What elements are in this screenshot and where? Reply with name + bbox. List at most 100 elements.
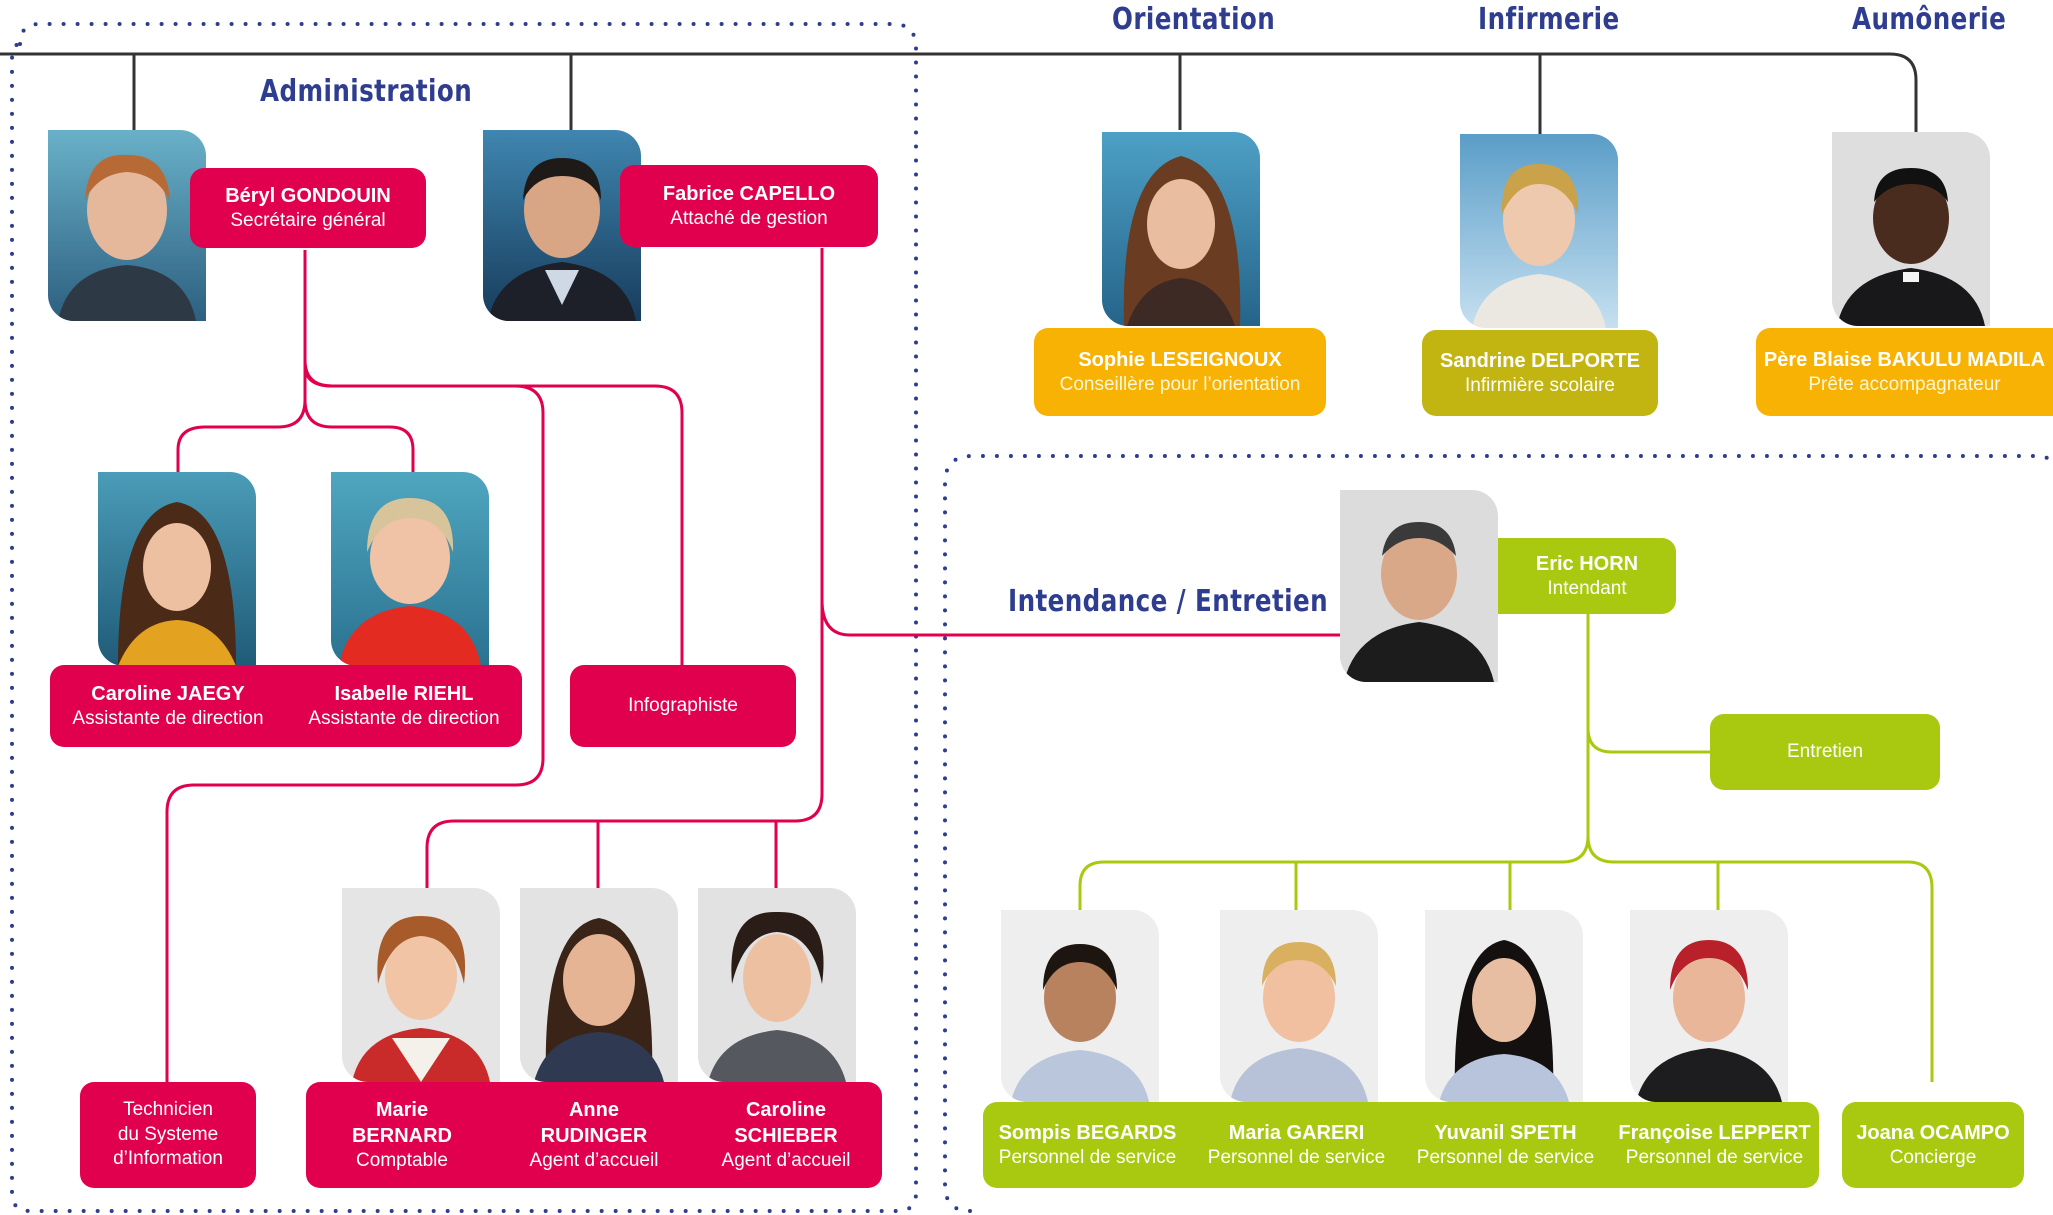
photo-riehl bbox=[331, 472, 489, 666]
role-gareri: Personnel de service bbox=[1207, 1146, 1386, 1168]
header-orientation: Orientation bbox=[1112, 2, 1276, 37]
photo-bernard bbox=[342, 888, 500, 1082]
person-portrait-icon bbox=[520, 888, 678, 1082]
photo-leseignoux bbox=[1102, 132, 1260, 326]
technicien-line-1: Technicien bbox=[123, 1098, 213, 1120]
person-portrait-icon bbox=[1425, 910, 1583, 1102]
capello-to-horn bbox=[820, 599, 1340, 637]
role-delporte: Infirmière scolaire bbox=[1465, 374, 1615, 396]
photo-gareri bbox=[1220, 910, 1378, 1102]
horn-to-entretien bbox=[1586, 614, 1710, 754]
role-horn: Intendant bbox=[1547, 577, 1627, 599]
card-leseignoux: Sophie LESEIGNOUX Conseillère pour l’ori… bbox=[1034, 328, 1326, 416]
name-speth: Yuvanil SPETH bbox=[1434, 1121, 1577, 1144]
name-gondouin: Béryl GONDOUIN bbox=[225, 184, 391, 207]
person-portrait-icon bbox=[1001, 910, 1159, 1102]
photo-rudinger bbox=[520, 888, 678, 1082]
photo-begards bbox=[1001, 910, 1159, 1102]
role-ocampo: Concierge bbox=[1889, 1146, 1977, 1168]
entry-jaegy: Caroline JAEGY Assistante de direction bbox=[50, 681, 286, 732]
name-begards: Sompis BEGARDS bbox=[998, 1121, 1177, 1144]
person-portrait-icon bbox=[342, 888, 500, 1082]
name-riehl: Isabelle RIEHL bbox=[334, 682, 474, 705]
role-leseignoux: Conseillère pour l’orientation bbox=[1059, 373, 1301, 395]
name-horn: Eric HORN bbox=[1535, 552, 1639, 575]
person-portrait-icon bbox=[48, 130, 206, 321]
name-delporte: Sandrine DELPORTE bbox=[1439, 349, 1641, 372]
role-jaegy: Assistante de direction bbox=[72, 707, 264, 729]
horn-to-ocampo bbox=[1586, 835, 1934, 1082]
name-gareri: Maria GARERI bbox=[1228, 1121, 1365, 1144]
horn-to-team bbox=[1078, 700, 1590, 910]
card-assistants: Caroline JAEGY Assistante de direction I… bbox=[50, 665, 522, 747]
card-bakulu: Père Blaise BAKULU MADILA Prête accompag… bbox=[1756, 328, 2053, 416]
card-gondouin: Béryl GONDOUIN Secrétaire général bbox=[190, 168, 426, 248]
photo-horn bbox=[1340, 490, 1498, 682]
photo-gondouin bbox=[48, 130, 206, 321]
person-portrait-icon bbox=[1460, 134, 1618, 328]
entry-begards: Sompis BEGARDS Personnel de service bbox=[983, 1120, 1192, 1171]
entry-gareri: Maria GARERI Personnel de service bbox=[1192, 1120, 1401, 1171]
name-leppert: Françoise LEPPERT bbox=[1618, 1121, 1811, 1144]
card-horn: Eric HORN Intendant bbox=[1498, 538, 1676, 614]
card-ocampo: Joana OCAMPO Concierge bbox=[1842, 1102, 2024, 1188]
header-administration: Administration bbox=[260, 74, 473, 109]
card-accounting-reception: Marie BERNARD Comptable Anne RUDINGER Ag… bbox=[306, 1082, 882, 1188]
role-bernard: Comptable bbox=[356, 1149, 448, 1171]
name-rudinger-last: RUDINGER bbox=[540, 1124, 648, 1147]
technicien-line-3: d’Information bbox=[113, 1148, 223, 1170]
name-capello: Fabrice CAPELLO bbox=[662, 182, 836, 205]
person-portrait-icon bbox=[331, 472, 489, 666]
role-schieber: Agent d’accueil bbox=[721, 1149, 851, 1171]
person-portrait-icon bbox=[1832, 132, 1990, 326]
role-speth: Personnel de service bbox=[1416, 1146, 1595, 1168]
photo-jaegy bbox=[98, 472, 256, 666]
entry-bernard: Marie BERNARD Comptable bbox=[307, 1097, 497, 1174]
name-bakulu: Père Blaise BAKULU MADILA bbox=[1763, 348, 2046, 371]
role-rudinger: Agent d’accueil bbox=[529, 1149, 659, 1171]
entry-leppert: Françoise LEPPERT Personnel de service bbox=[1610, 1120, 1819, 1171]
name-bernard-first: Marie bbox=[375, 1098, 429, 1121]
card-infographiste: Infographiste bbox=[570, 665, 796, 747]
person-portrait-icon bbox=[483, 130, 641, 321]
person-portrait-icon bbox=[1340, 490, 1498, 682]
photo-bakulu bbox=[1832, 132, 1990, 326]
gondouin-to-technicien bbox=[165, 364, 545, 1082]
name-ocampo: Joana OCAMPO bbox=[1856, 1121, 2010, 1144]
card-capello: Fabrice CAPELLO Attaché de gestion bbox=[620, 165, 878, 247]
photo-speth bbox=[1425, 910, 1583, 1102]
gondouin-to-riehl bbox=[303, 399, 415, 472]
intendance-dotted-frame bbox=[943, 454, 2052, 1213]
card-technicien: Technicien du Systeme d’Information bbox=[80, 1082, 256, 1188]
role-bakulu: Prête accompagnateur bbox=[1808, 373, 2001, 395]
person-portrait-icon bbox=[1102, 132, 1260, 326]
top-connector bbox=[0, 52, 1918, 132]
role-riehl: Assistante de direction bbox=[308, 707, 500, 729]
role-begards: Personnel de service bbox=[998, 1146, 1177, 1168]
photo-schieber bbox=[698, 888, 856, 1082]
name-rudinger-first: Anne bbox=[568, 1098, 619, 1121]
name-jaegy: Caroline JAEGY bbox=[91, 682, 245, 705]
header-aumonerie: Aumônerie bbox=[1852, 2, 2007, 37]
name-leseignoux: Sophie LESEIGNOUX bbox=[1078, 348, 1282, 371]
gondouin-to-assistants bbox=[176, 250, 307, 472]
name-schieber-last: SCHIEBER bbox=[734, 1124, 838, 1147]
name-schieber-first: Caroline bbox=[745, 1098, 826, 1121]
entry-riehl: Isabelle RIEHL Assistante de direction bbox=[286, 681, 522, 732]
card-entretien: Entretien bbox=[1710, 714, 1940, 790]
card-service-staff: Sompis BEGARDS Personnel de service Mari… bbox=[983, 1102, 1819, 1188]
technicien-line-2: du Systeme bbox=[117, 1123, 219, 1145]
unit-infographiste: Infographiste bbox=[628, 694, 738, 716]
person-portrait-icon bbox=[1630, 910, 1788, 1102]
header-infirmerie: Infirmerie bbox=[1478, 2, 1620, 37]
photo-leppert bbox=[1630, 910, 1788, 1102]
capello-to-staff bbox=[425, 248, 824, 888]
person-portrait-icon bbox=[1220, 910, 1378, 1102]
photo-capello bbox=[483, 130, 641, 321]
person-portrait-icon bbox=[698, 888, 856, 1082]
entry-speth: Yuvanil SPETH Personnel de service bbox=[1401, 1120, 1610, 1171]
photo-delporte bbox=[1460, 134, 1618, 328]
role-capello: Attaché de gestion bbox=[670, 207, 828, 229]
header-intendance: Intendance / Entretien bbox=[1008, 584, 1329, 619]
